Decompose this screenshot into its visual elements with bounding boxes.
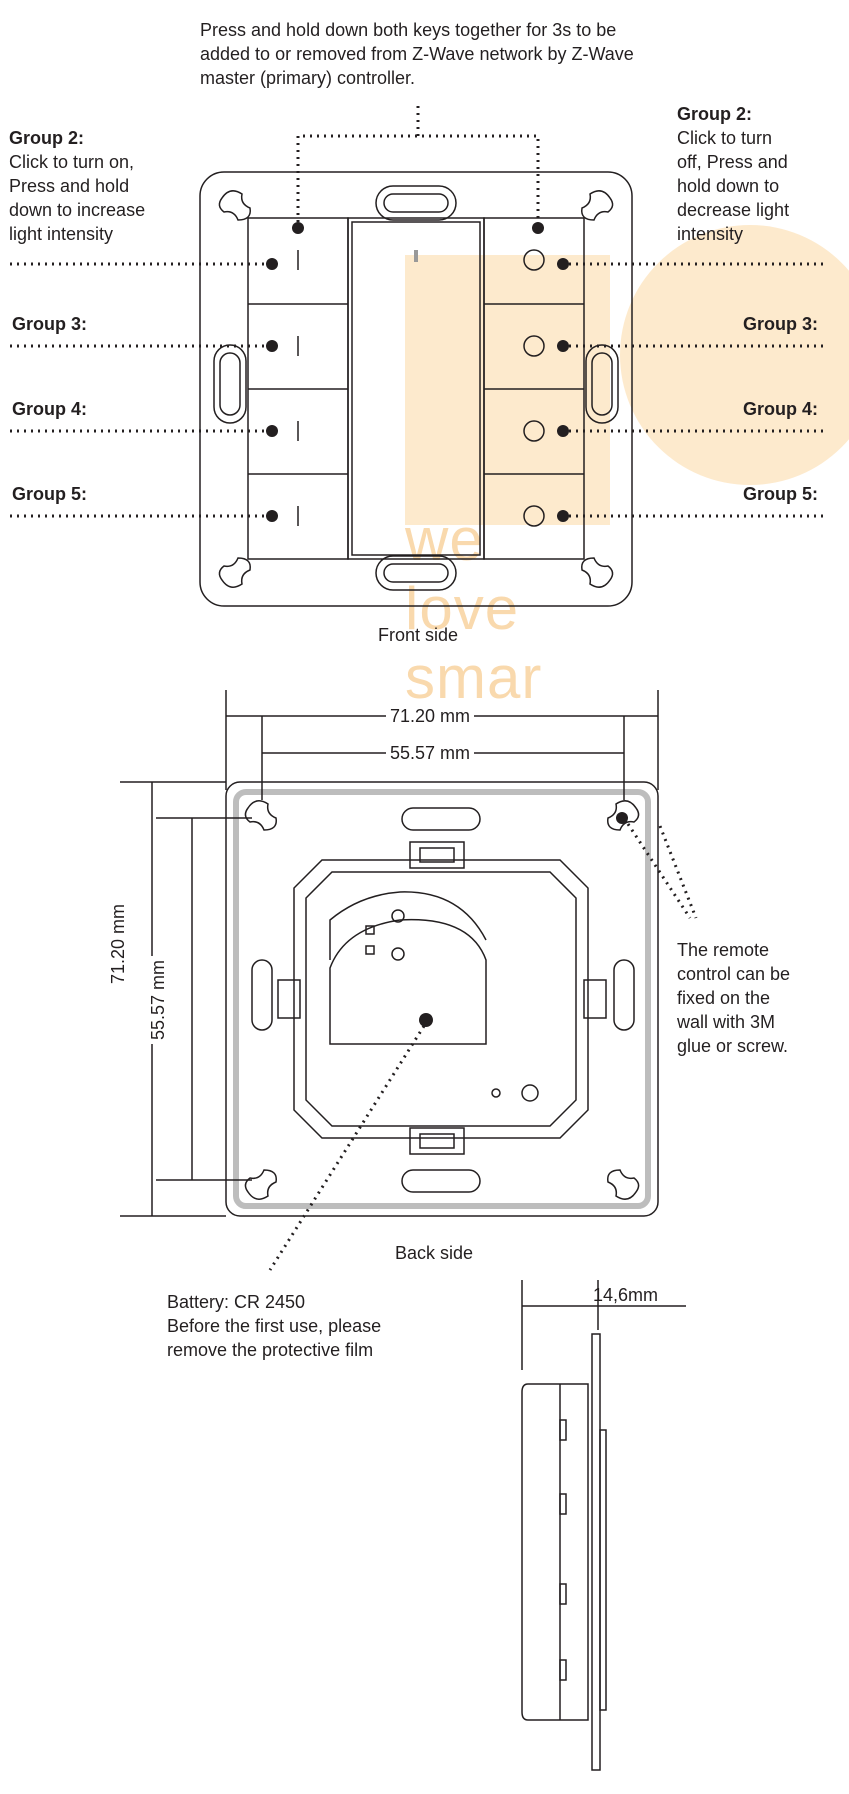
dim-inner-width: 55.57 mm bbox=[386, 741, 475, 765]
side-depth-label: 14,6mm bbox=[593, 1285, 659, 1305]
left-g3-dot bbox=[266, 340, 278, 352]
mount-note: The remote control can be fixed on the w… bbox=[677, 938, 790, 1058]
pair-left-dot bbox=[292, 222, 304, 234]
battery-note-line: remove the protective film bbox=[167, 1340, 374, 1360]
battery-note-line: Before the first use, please bbox=[167, 1316, 382, 1336]
dim-inner-height: 55.57 mm bbox=[146, 955, 170, 1044]
right-g3-dot bbox=[557, 340, 569, 352]
back-plate bbox=[225, 781, 659, 1217]
pair-instruction-line: master (primary) controller. bbox=[200, 68, 416, 88]
right-group5-label: Group 5: bbox=[743, 484, 818, 504]
right-group2-title: Group 2: bbox=[677, 104, 752, 124]
left-group2-line: Press and hold bbox=[9, 176, 130, 196]
left-group4-label: Group 4: bbox=[12, 399, 87, 419]
mount-note-line: glue or screw. bbox=[677, 1036, 789, 1056]
left-group3-label: Group 3: bbox=[12, 314, 87, 334]
right-group2-label: Group 2: Click to turn off, Press and ho… bbox=[677, 102, 789, 246]
front-side-caption: Front side bbox=[378, 625, 459, 645]
left-group5-label: Group 5: bbox=[12, 484, 87, 504]
battery-note: Battery: CR 2450 Before the first use, p… bbox=[167, 1290, 381, 1362]
right-g2-dot bbox=[557, 258, 569, 270]
mount-note-line: wall with 3M bbox=[677, 1012, 776, 1032]
pair-right-dot bbox=[532, 222, 544, 234]
side-plate bbox=[591, 1333, 601, 1771]
dim-outer-height: 71.20 mm bbox=[106, 899, 130, 988]
left-g4-dot bbox=[266, 425, 278, 437]
dim-outer-width: 71.20 mm bbox=[386, 704, 475, 728]
left-group2-line: down to increase bbox=[9, 200, 146, 220]
battery-cover bbox=[329, 918, 487, 1045]
mount-note-line: control can be bbox=[677, 964, 791, 984]
pair-instruction: Press and hold down both keys together f… bbox=[200, 18, 634, 90]
right-g4-dot bbox=[557, 425, 569, 437]
left-g2-dot bbox=[266, 258, 278, 270]
front-plate bbox=[199, 171, 633, 607]
side-body bbox=[521, 1383, 589, 1721]
back-side-caption: Back side bbox=[395, 1243, 474, 1263]
right-group2-line: Click to turn bbox=[677, 128, 773, 148]
left-group2-title: Group 2: bbox=[9, 128, 84, 148]
right-group2-line: hold down to bbox=[677, 176, 780, 196]
housing bbox=[293, 859, 589, 1139]
battery-note-line: Battery: CR 2450 bbox=[167, 1292, 306, 1312]
left-g5-dot bbox=[266, 510, 278, 522]
right-group2-line: intensity bbox=[677, 224, 744, 244]
mount-note-line: fixed on the bbox=[677, 988, 771, 1008]
left-group2-line: Click to turn on, bbox=[9, 152, 135, 172]
pair-instruction-line: added to or removed from Z-Wave network … bbox=[200, 44, 634, 64]
right-g5-dot bbox=[557, 510, 569, 522]
right-group4-label: Group 4: bbox=[743, 399, 818, 419]
left-group2-label: Group 2: Click to turn on, Press and hol… bbox=[9, 126, 145, 246]
mount-dot bbox=[616, 812, 628, 824]
right-group2-line: decrease light bbox=[677, 200, 790, 220]
mount-note-line: The remote bbox=[677, 940, 770, 960]
right-group3-label: Group 3: bbox=[743, 314, 818, 334]
left-group2-line: light intensity bbox=[9, 224, 114, 244]
pair-instruction-line: Press and hold down both keys together f… bbox=[200, 20, 617, 40]
right-group2-line: off, Press and bbox=[677, 152, 788, 172]
battery-dot bbox=[419, 1013, 433, 1027]
